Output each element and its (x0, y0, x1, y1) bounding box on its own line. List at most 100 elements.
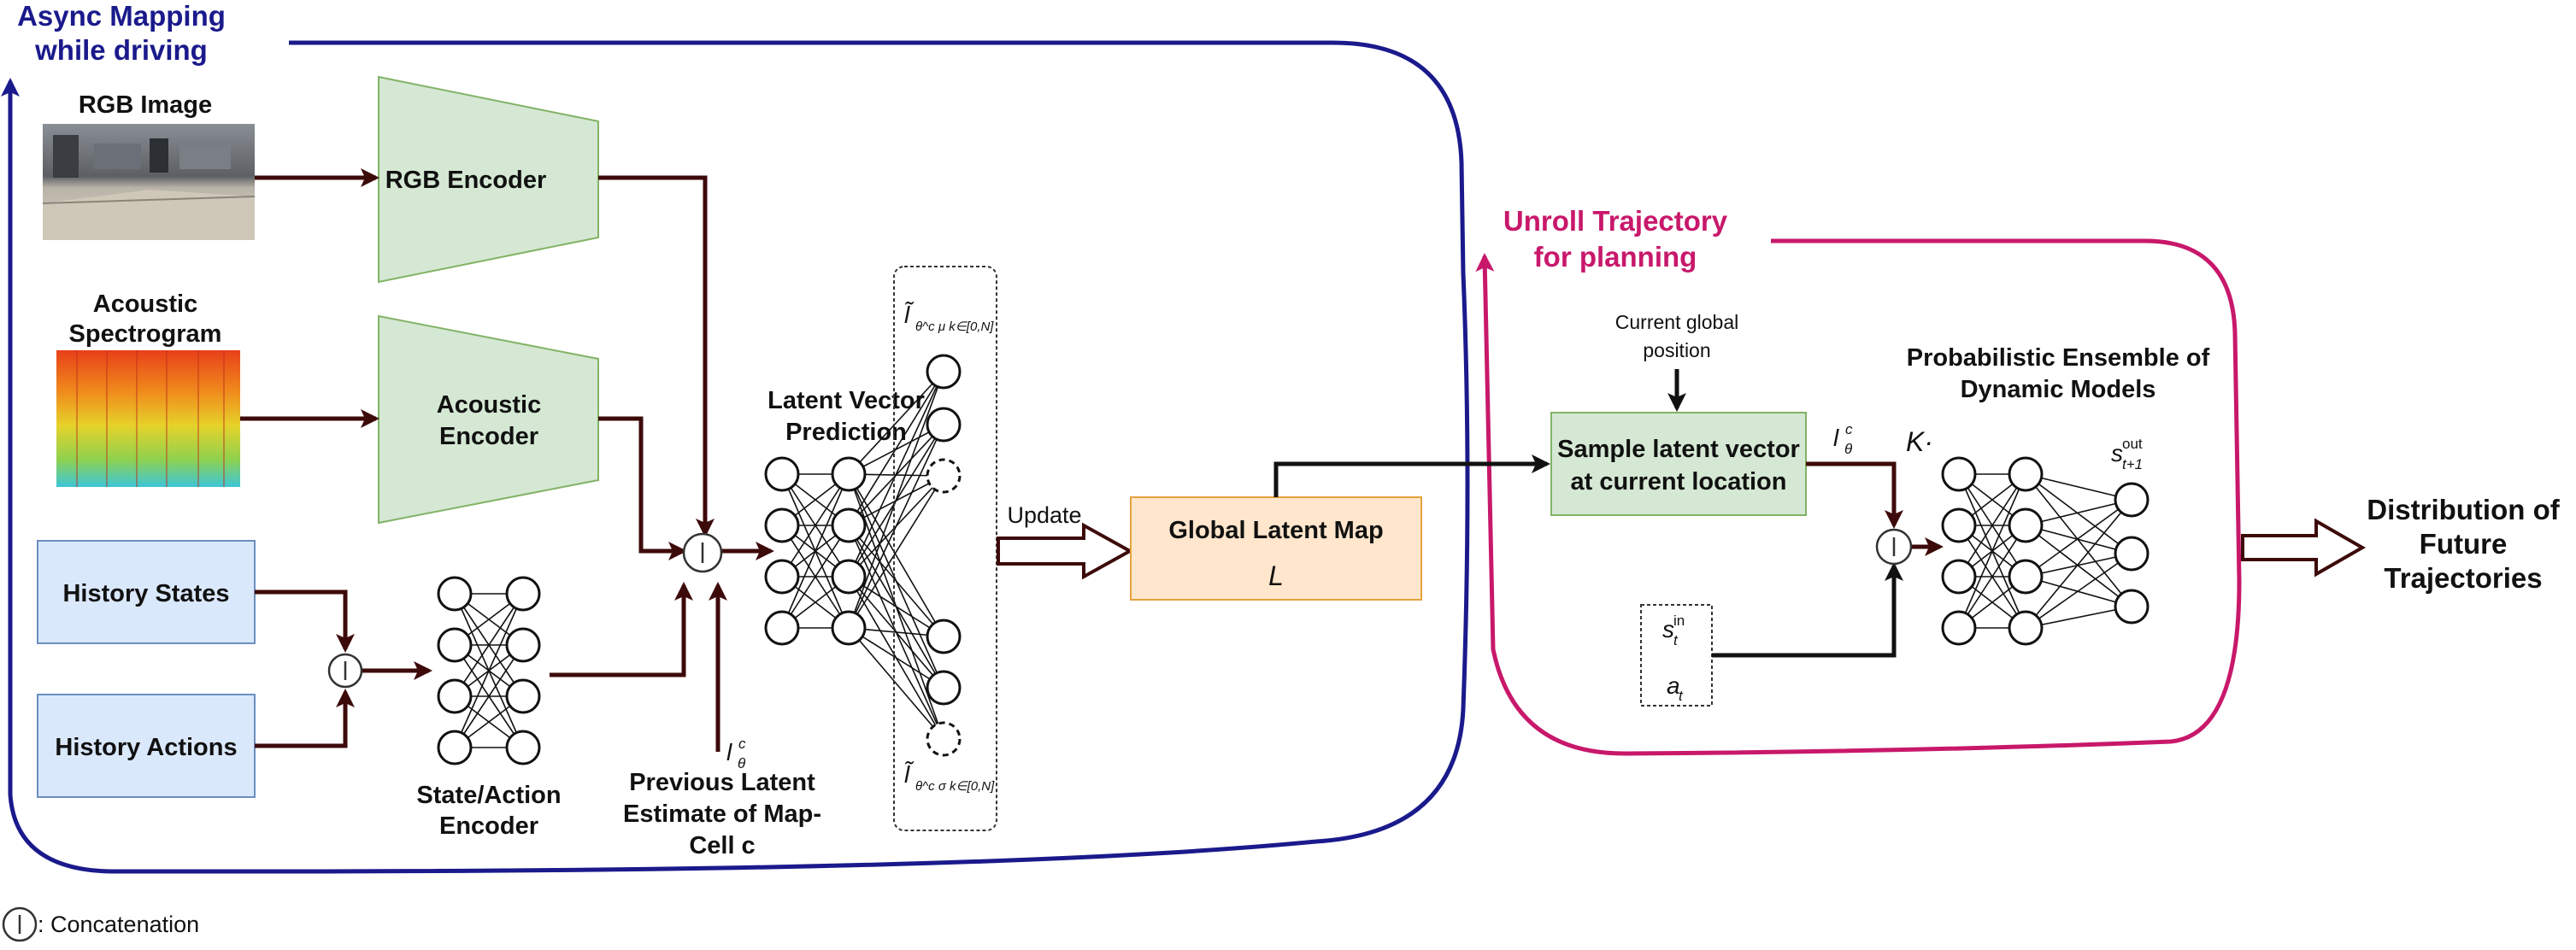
network-edge (848, 371, 944, 526)
spectrogram-input: Acoustic Spectrogram (56, 290, 240, 487)
output-line2: Future (2420, 528, 2508, 560)
state-action-inputs-box: s t in a t (1640, 604, 1713, 707)
prev-l-theta-sub: θ (738, 755, 746, 771)
mu-subscript: θ^c μ k∈[0,N] (915, 320, 994, 334)
current-pos-line1: Current global (1615, 311, 1738, 333)
sampled-l: l (1833, 425, 1839, 451)
sample-latent-vector-box: Sample latent vector at current location (1550, 412, 1807, 516)
network-edge (848, 371, 944, 578)
legend-concat-text: : Concatenation (38, 912, 199, 937)
sampled-l-sup: c (1845, 421, 1853, 437)
state-action-encoder-label-line1: State/Action (416, 782, 561, 809)
concat-node-latent (682, 532, 723, 573)
network-edge (2025, 525, 2132, 554)
spectrogram-label-line2: Spectrogram (69, 320, 222, 348)
map-to-sample-arrow (1273, 454, 1550, 497)
network-edge (848, 627, 944, 740)
output-line1: Distribution of (2367, 494, 2560, 525)
network-edge (2025, 553, 2132, 629)
latent-vector-prediction-network: Latent Vector Prediction (764, 371, 944, 740)
unroll-title-line2: for planning (1534, 241, 1697, 273)
unroll-title-line1: Unroll Trajectory (1503, 205, 1728, 237)
output-line3: Trajectories (2384, 562, 2542, 594)
rgb-image-input: RGB Image (42, 91, 256, 240)
network-edge (2025, 553, 2132, 578)
sample-latent-line2: at current location (1571, 468, 1787, 496)
network-edge (2025, 499, 2132, 629)
sigma-label: l̃ θ^c σ k∈[0,N] (904, 760, 995, 794)
current-position-input: Current global position (1615, 311, 1738, 412)
network-edge (2025, 606, 2132, 629)
network-edge (848, 475, 944, 629)
history-actions-box: History Actions (37, 694, 256, 798)
previous-latent-line3: Cell c (689, 832, 755, 859)
current-pos-line2: position (1643, 339, 1710, 361)
concat-node-history (327, 653, 363, 689)
mu-label: l̃ θ^c μ k∈[0,N] (904, 301, 994, 334)
sampled-l-theta-label: s l θ c (1833, 421, 1853, 457)
global-latent-map-symbol: L (1268, 560, 1284, 591)
inputs-to-concat-arrow (1712, 562, 1903, 658)
network-edge (1958, 525, 2026, 629)
s-out-sup: out (2122, 436, 2143, 452)
rgb-encoder-label: RGB Encoder (385, 167, 547, 194)
latent-prediction-label-line1: Latent Vector (768, 387, 925, 414)
previous-latent-line2: Estimate of Map- (623, 800, 821, 828)
network-edge (2025, 473, 2132, 554)
network-edge (848, 371, 944, 475)
network-edge (781, 473, 850, 629)
network-edge (781, 525, 850, 629)
global-latent-map-label: Global Latent Map (1168, 517, 1383, 544)
prev-l-theta-sup: c (738, 736, 746, 752)
probabilistic-ensemble-network: Probabilistic Ensemble of Dynamic Models… (1906, 344, 2210, 646)
network-edge (848, 424, 944, 629)
spectrogram-label-line1: Acoustic (93, 290, 197, 318)
sigma-subscript: θ^c σ k∈[0,N] (915, 779, 995, 794)
sampled-l-sub: θ (1844, 441, 1853, 457)
rgb-image-thumbnail (42, 124, 256, 240)
previous-latent-estimate: l θ c Previous Latent Estimate of Map- C… (623, 736, 821, 859)
output-arrow (2241, 518, 2367, 578)
acoustic-encoder-label-line2: Encoder (439, 423, 538, 450)
network-edge (1958, 473, 2026, 629)
network-edge (2025, 576, 2132, 607)
latent-output-column: l̃ θ^c μ k∈[0,N] l̃ θ^c σ k∈[0,N] (893, 266, 997, 831)
mu-symbol: l̃ (904, 301, 915, 328)
rgb-image-label: RGB Image (79, 91, 212, 119)
update-label: Update (1007, 502, 1081, 528)
acoustic-encoder-label-line1: Acoustic (437, 391, 541, 419)
sigma-symbol: l̃ (904, 760, 915, 788)
network-edge (2025, 499, 2132, 526)
s-in-sup: in (1673, 613, 1685, 629)
network-edge (848, 371, 944, 629)
k-label: K· (1906, 426, 1933, 457)
state-action-encoder-network: State/Action Encoder (416, 576, 562, 840)
ensemble-label-line2: Dynamic Models (1961, 376, 2156, 403)
spectrogram-thumbnail (56, 350, 240, 487)
s-out-symbol: s (2111, 440, 2123, 466)
latent-prediction-label-line2: Prediction (785, 419, 907, 446)
s-in-sub: t (1673, 632, 1679, 648)
concat-node-planning (1875, 528, 1913, 566)
a-t-sub: t (1679, 688, 1684, 704)
unroll-trajectory-loop: Unroll Trajectory for planning (1475, 205, 2242, 756)
concatenation-legend: : Concatenation (2, 906, 199, 942)
network-edge (848, 473, 944, 637)
previous-latent-line1: Previous Latent (629, 769, 815, 796)
network-edge (2025, 473, 2132, 501)
network-edge (2025, 525, 2132, 607)
s-out-sub: t+1 (2122, 456, 2143, 472)
network-edge (848, 627, 944, 689)
ensemble-label-line1: Probabilistic Ensemble of (1907, 344, 2210, 372)
network-edge (1958, 473, 2026, 578)
acoustic-encoder: Acoustic Encoder (378, 314, 599, 525)
left-connections (240, 168, 774, 752)
network-edge (2025, 473, 2132, 607)
sample-latent-line1: Sample latent vector (1557, 436, 1800, 463)
s-out-label: s t+1 out (2111, 436, 2143, 472)
global-latent-map-box: Global Latent Map L (1130, 496, 1422, 601)
async-title-line1: Async Mapping (17, 0, 226, 32)
output-label: Distribution of Future Trajectories (2367, 494, 2560, 594)
rgb-encoder: RGB Encoder (378, 75, 599, 284)
state-action-encoder-label-line2: Encoder (439, 812, 538, 840)
